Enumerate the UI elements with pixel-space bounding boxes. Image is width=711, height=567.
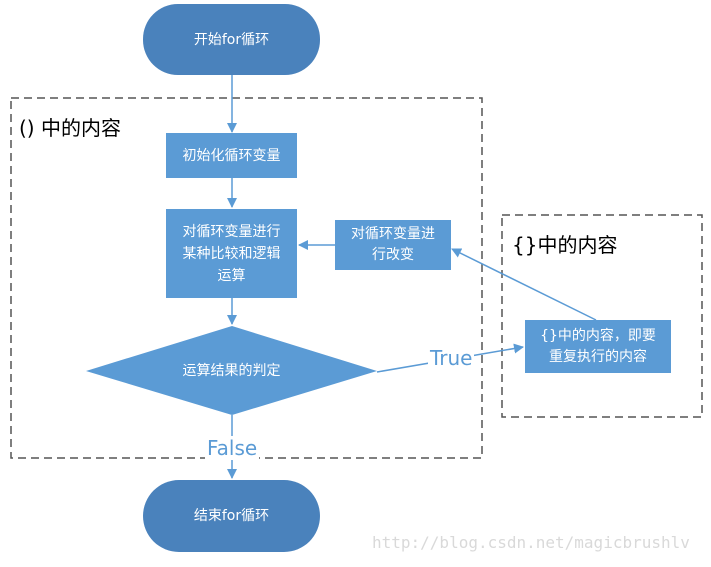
arrow-body-to-update [451, 248, 597, 321]
false-edge-label: False [205, 436, 260, 460]
judge-diamond-label: 运算结果的判定 [182, 362, 281, 379]
group-brace-title: {}中的内容 [512, 233, 618, 257]
end-terminal-label: 结束for循环 [193, 508, 270, 524]
start-terminal-shape [143, 4, 320, 75]
group-brace-border [501, 214, 703, 418]
compare-box-label: 对循环变量进行 某种比较和逻辑 运算 [182, 223, 281, 284]
update-box-label: 对循环变量进 行改变 [351, 226, 435, 263]
body-box-shape [525, 320, 671, 373]
update-box-shape [335, 220, 451, 270]
judge-diamond-shape [86, 326, 377, 415]
compare-box-shape [166, 209, 297, 298]
init-box-label: 初始化循环变量 [182, 147, 281, 164]
body-box-label: {}中的内容，即要 重复执行的内容 [540, 327, 656, 365]
watermark-text: http://blog.csdn.net/magicbrushlv [372, 533, 690, 552]
group-paren-title: () 中的内容 [19, 116, 121, 140]
end-terminal-shape [143, 480, 320, 552]
true-edge-label: True [428, 346, 475, 370]
start-terminal-label: 开始for循环 [193, 31, 270, 48]
init-box-shape [166, 133, 297, 178]
